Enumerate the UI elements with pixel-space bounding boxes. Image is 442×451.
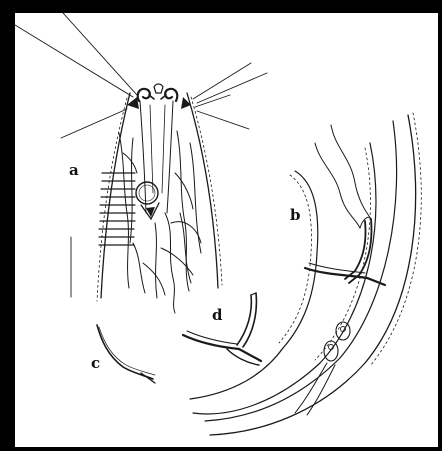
panel-b-posterior-end	[190, 113, 421, 435]
panel-label-b: b	[290, 208, 301, 223]
illustration-plate: a b c d	[15, 13, 438, 447]
panel-a-anterior-end	[15, 13, 267, 313]
line-drawing	[15, 13, 438, 447]
panel-d-spicule	[183, 293, 261, 365]
panel-c-spicule	[97, 325, 155, 383]
panel-label-a: a	[69, 163, 79, 178]
panel-label-d: d	[212, 308, 223, 323]
panel-label-c: c	[91, 356, 100, 371]
